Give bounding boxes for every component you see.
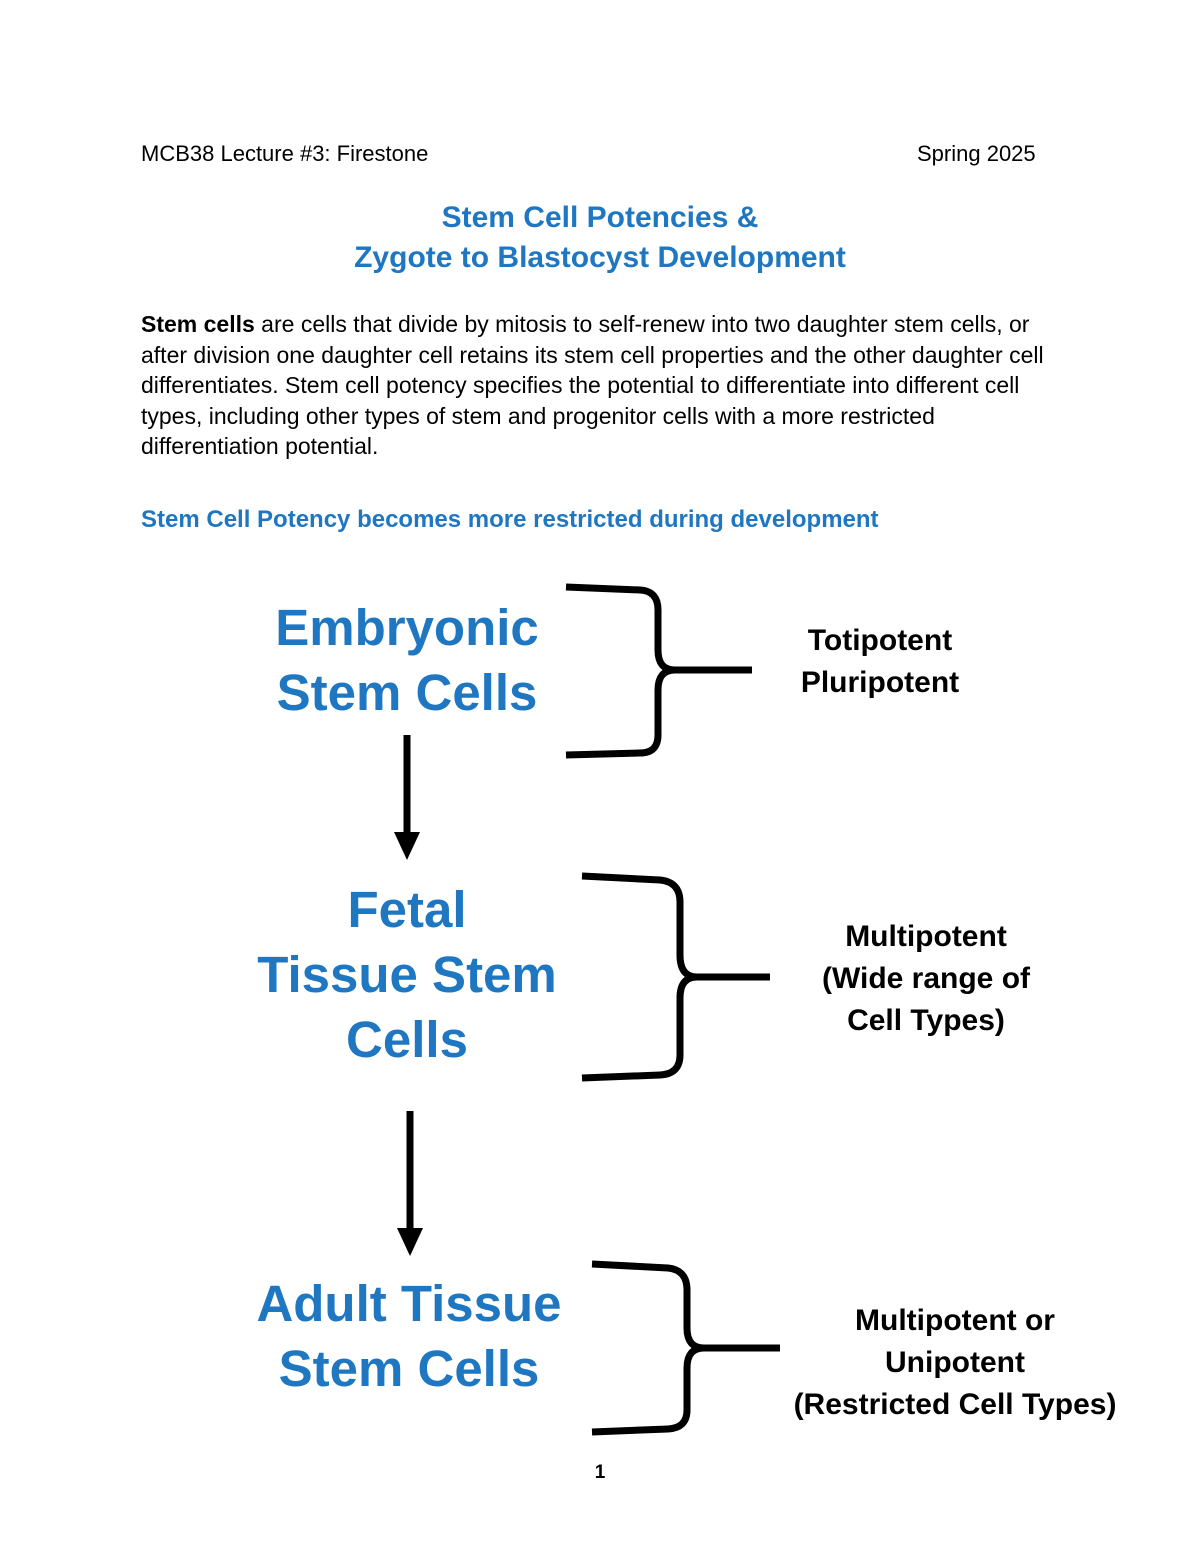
title-line-1: Stem Cell Potencies &: [441, 201, 759, 234]
stage-line: Cells: [346, 1011, 468, 1068]
right-brace-icon: [581, 872, 770, 1082]
stage-line: Tissue Stem: [257, 946, 557, 1003]
title-line-2: Zygote to Blastocyst Development: [354, 241, 846, 274]
stage-line: Stem Cells: [276, 664, 538, 721]
stage-adult: Adult Tissue Stem Cells: [209, 1271, 609, 1401]
potency-line: Multipotent or: [855, 1304, 1055, 1337]
stage-embryonic: Embryonic Stem Cells: [207, 595, 607, 725]
page-number: 1: [594, 1462, 606, 1483]
intro-paragraph: Stem cells are cells that divide by mito…: [141, 309, 1071, 462]
stage-line: Fetal: [347, 881, 467, 938]
potency-line: Cell Types): [847, 1004, 1005, 1037]
down-arrow-icon: [394, 735, 420, 860]
potency-line: Totipotent: [807, 624, 953, 657]
stage-line: Adult Tissue: [256, 1275, 562, 1332]
stage-fetal: Fetal Tissue Stem Cells: [207, 877, 607, 1072]
course-header: MCB38 Lecture #3: Firestone: [141, 141, 429, 166]
potency-line: Pluripotent: [800, 666, 960, 699]
stage-line: Embryonic: [275, 599, 539, 656]
potency-line: Multipotent: [845, 920, 1007, 953]
intro-term: Stem cells: [141, 311, 255, 337]
potency-embryonic: Totipotent Pluripotent: [730, 620, 1030, 704]
potency-line: (Restricted Cell Types): [793, 1388, 1117, 1421]
right-brace-icon: [565, 583, 752, 759]
page-title: Stem Cell Potencies & Zygote to Blastocy…: [0, 198, 1200, 278]
stage-line: Stem Cells: [278, 1340, 540, 1397]
term-header: Spring 2025: [917, 141, 1036, 166]
potency-line: Unipotent: [885, 1346, 1025, 1379]
potency-line: (Wide range of: [821, 962, 1031, 995]
right-brace-icon: [591, 1260, 780, 1436]
intro-text: are cells that divide by mitosis to self…: [141, 311, 1044, 459]
potency-adult: Multipotent or Unipotent (Restricted Cel…: [760, 1300, 1150, 1426]
potency-fetal: Multipotent (Wide range of Cell Types): [776, 916, 1076, 1042]
down-arrow-icon: [397, 1111, 423, 1256]
section-subheading: Stem Cell Potency becomes more restricte…: [141, 506, 879, 533]
